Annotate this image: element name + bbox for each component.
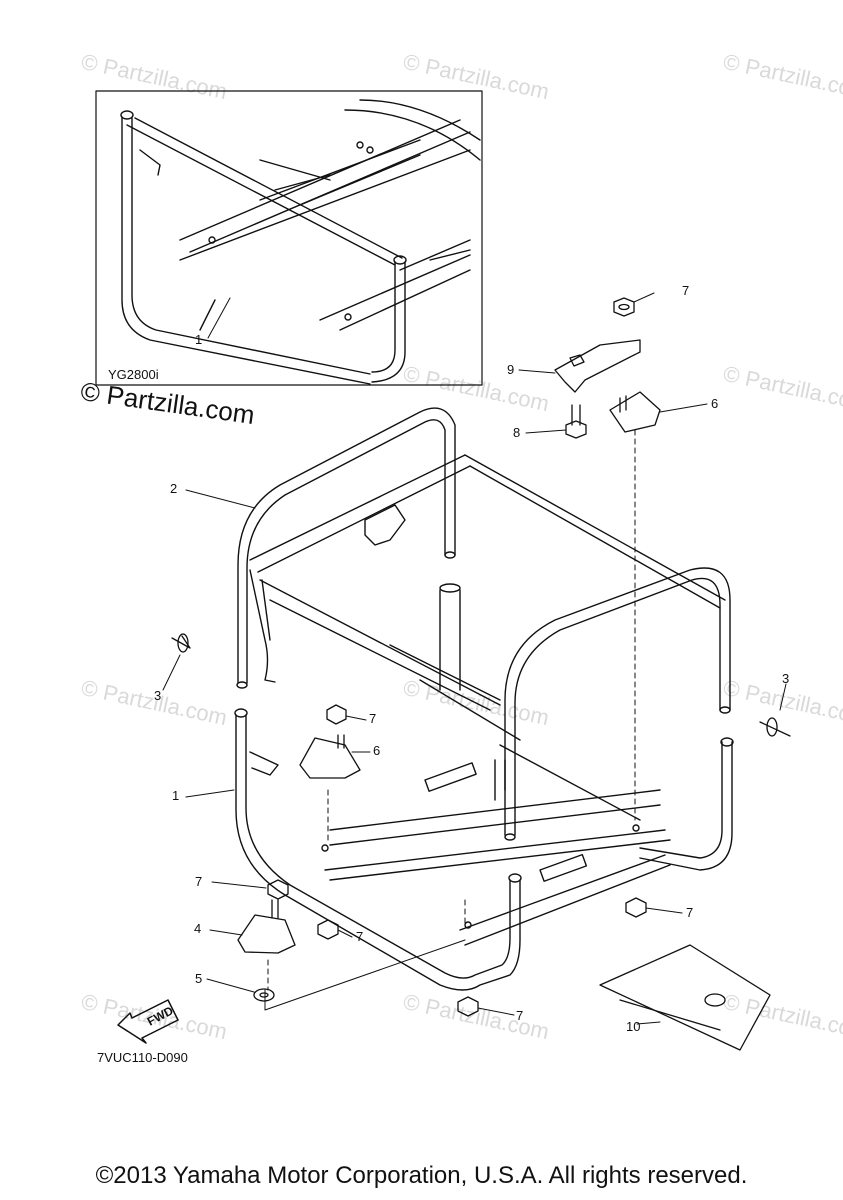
callout-6: 6 (711, 396, 719, 411)
callout-5: 5 (195, 971, 203, 986)
inset-model-label: YG2800i (108, 367, 159, 382)
diagram-code: 7VUC110-D090 (97, 1050, 188, 1065)
callout-8: 8 (513, 425, 521, 440)
callout-2: 2 (170, 481, 178, 496)
callout-4: 4 (194, 921, 202, 936)
inset-frame-drawing (120, 99, 481, 385)
callout-1-inset: 1 (195, 332, 203, 347)
lower-frame (234, 644, 734, 991)
hardware (117, 297, 791, 1051)
callout-7: 7 (195, 874, 203, 889)
callout-7: 7 (682, 283, 690, 298)
upper-frame (236, 407, 731, 841)
callout-6: 6 (373, 743, 381, 758)
copyright-text: ©2013 Yamaha Motor Corporation, U.S.A. A… (95, 1162, 748, 1189)
callout-3: 3 (782, 671, 790, 686)
callout-10: 10 (626, 1019, 641, 1034)
callout-9: 9 (507, 362, 515, 377)
callout-1: 1 (172, 788, 180, 803)
callout-7: 7 (516, 1008, 524, 1023)
callout-7: 7 (369, 711, 377, 726)
inset-frame (95, 90, 483, 386)
callout-3: 3 (154, 688, 162, 703)
callout-7: 7 (686, 905, 694, 920)
callout-7: 7 (356, 929, 364, 944)
